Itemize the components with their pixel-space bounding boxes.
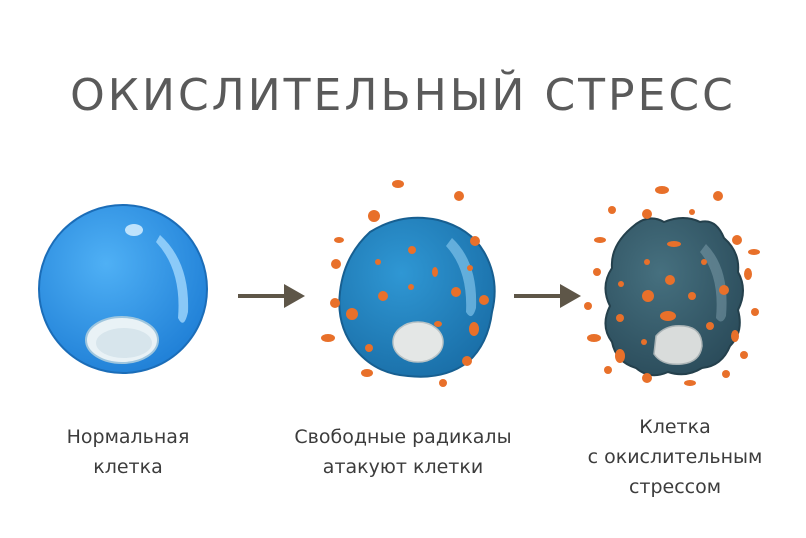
free-radical — [642, 209, 652, 219]
free-radical — [346, 308, 358, 320]
page-title: ОКИСЛИТЕЛЬНЫЙ СТРЕСС — [70, 70, 736, 121]
free-radical — [744, 268, 752, 280]
free-radical — [593, 268, 601, 276]
free-radical — [368, 210, 380, 222]
healthy-cell-nucleus-shade — [96, 328, 152, 358]
free-radical — [751, 308, 759, 316]
free-radical — [642, 290, 654, 302]
stressed-cell-highlight — [700, 244, 727, 322]
free-radical — [408, 246, 416, 254]
free-radical — [331, 259, 341, 269]
free-radical — [408, 284, 414, 290]
free-radical — [688, 292, 696, 300]
caption-line: атакуют клетки — [322, 456, 484, 478]
free-radical — [375, 259, 381, 265]
free-radical — [642, 373, 652, 383]
caption-line: с окислительным — [587, 446, 763, 468]
attacked-cell — [321, 180, 496, 387]
free-radical — [462, 356, 472, 366]
free-radical — [722, 370, 730, 378]
free-radical — [470, 236, 480, 246]
free-radical — [748, 249, 760, 255]
caption-line: Свободные радикалы — [294, 426, 512, 448]
free-radical — [615, 349, 625, 363]
free-radicals-stage-2 — [321, 180, 489, 387]
healthy-cell-glint — [125, 224, 143, 236]
stressed-cell-nucleus — [653, 324, 703, 366]
caption-stressed-cell: Клетка с окислительным стрессом — [560, 412, 790, 502]
free-radical — [467, 265, 473, 271]
free-radical — [608, 206, 616, 214]
free-radical — [604, 366, 612, 374]
healthy-cell-highlight — [156, 235, 189, 323]
free-radical — [701, 259, 707, 265]
free-radical — [740, 351, 748, 359]
free-radical — [684, 380, 696, 386]
free-radical — [706, 322, 714, 330]
free-radical — [479, 295, 489, 305]
caption-line: Нормальная — [66, 426, 190, 448]
free-radical — [587, 334, 601, 342]
stressed-cell — [584, 186, 760, 386]
free-radical — [365, 344, 373, 352]
attacked-cell-nucleus — [392, 321, 444, 363]
free-radical — [361, 369, 373, 377]
caption-line: стрессом — [628, 476, 722, 498]
caption-normal-cell: Нормальная клетка — [28, 422, 228, 482]
free-radical — [434, 321, 442, 327]
free-radical — [667, 241, 681, 247]
free-radical — [321, 334, 335, 342]
free-radicals-stage-3 — [584, 186, 760, 386]
free-radical — [469, 322, 479, 336]
free-radical — [584, 302, 592, 310]
free-radical — [334, 237, 344, 243]
free-radical — [618, 281, 624, 287]
free-radical — [378, 291, 388, 301]
caption-line: клетка — [93, 456, 163, 478]
arrow-1 — [238, 284, 305, 308]
caption-line: Клетка — [639, 416, 711, 438]
free-radical — [644, 259, 650, 265]
free-radical — [432, 267, 438, 277]
free-radical — [392, 180, 404, 188]
free-radical — [641, 339, 647, 345]
free-radical — [594, 237, 606, 243]
free-radical — [451, 287, 461, 297]
free-radical — [439, 379, 447, 387]
caption-radicals-attack: Свободные радикалы атакуют клетки — [278, 422, 528, 482]
healthy-cell — [38, 204, 208, 374]
attacked-cell-highlight — [446, 238, 477, 317]
arrow-2 — [514, 284, 581, 308]
free-radical — [731, 330, 739, 342]
free-radical — [616, 314, 624, 322]
free-radical — [655, 186, 669, 194]
free-radical — [330, 298, 340, 308]
free-radical — [732, 235, 742, 245]
free-radical — [454, 191, 464, 201]
free-radical — [665, 275, 675, 285]
free-radical — [719, 285, 729, 295]
free-radical — [713, 191, 723, 201]
stressed-cell-membrane — [604, 217, 744, 377]
free-radical — [689, 209, 695, 215]
free-radical — [660, 311, 676, 321]
